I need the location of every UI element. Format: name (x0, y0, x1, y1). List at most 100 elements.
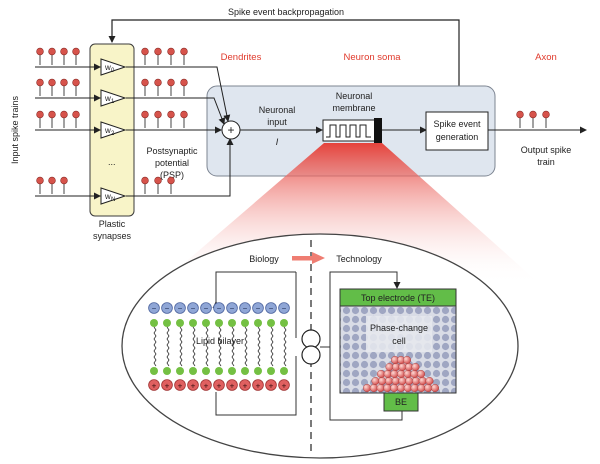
psp-spike (180, 110, 188, 128)
synapses-label: synapses (93, 231, 132, 241)
output-label-2: train (537, 157, 555, 167)
amorphous-atom (390, 384, 399, 393)
psp-spike (141, 176, 149, 194)
svg-text:N: N (111, 197, 115, 203)
svg-text:+: + (282, 381, 287, 391)
spike-generation-label-2: generation (436, 132, 479, 142)
amorphous-atom (376, 384, 385, 393)
svg-text:−: − (165, 304, 170, 313)
negative-ion: − (213, 302, 225, 314)
negative-ion: − (161, 302, 173, 314)
positive-ion: + (265, 379, 277, 391)
psp-label-3: (PSP) (160, 170, 184, 180)
amorphous-atom (391, 377, 400, 386)
positive-ion: + (278, 379, 290, 391)
amorphous-atom (363, 384, 372, 393)
positive-ion: + (187, 379, 199, 391)
bottom-electrode-label: BE (395, 397, 407, 407)
soma-label: Neuron soma (343, 52, 401, 63)
sum-symbol: + (227, 123, 234, 137)
weight-w1: w 1 (100, 89, 127, 107)
lipid-molecule (280, 319, 288, 375)
input-spike (36, 110, 44, 128)
negative-ion: − (239, 302, 251, 314)
psp-spike (180, 47, 188, 65)
svg-text:−: − (243, 304, 248, 313)
svg-text:+: + (191, 381, 196, 391)
lipid-molecule (150, 319, 158, 375)
amorphous-atom (371, 377, 380, 386)
psp-spike (167, 110, 175, 128)
lipid-molecule (202, 319, 210, 375)
psp-spike (141, 110, 149, 128)
weight-wn: w N (100, 187, 127, 205)
psp-spike (154, 47, 162, 65)
weight-ellipsis: ... (108, 157, 116, 167)
zoom-ellipse (121, 233, 519, 459)
current-symbol: I (276, 137, 279, 147)
plastic-label: Plastic (99, 219, 126, 229)
lipid-molecule (176, 319, 184, 375)
svg-text:+: + (165, 381, 170, 391)
input-spike (48, 176, 56, 194)
bio-wire-top (212, 271, 296, 308)
input-spike (36, 47, 44, 65)
amorphous-atom (417, 370, 426, 379)
negative-ion: − (148, 302, 160, 314)
spike-generation-label-1: Spike event (433, 119, 481, 129)
negative-ion: − (200, 302, 212, 314)
input-spike (48, 47, 56, 65)
input-spike (72, 110, 80, 128)
psp-spike (154, 176, 162, 194)
input-spike (36, 176, 44, 194)
lipid-molecule (228, 319, 236, 375)
lipid-molecule (254, 319, 262, 375)
input-spike (72, 78, 80, 96)
input-spike (60, 110, 68, 128)
svg-text:−: − (230, 304, 235, 313)
svg-text:+: + (243, 381, 248, 391)
spike-generation-box (425, 111, 489, 151)
negative-ion: − (265, 302, 277, 314)
weight-w2: w 2 (100, 121, 127, 139)
lipid-molecule (241, 319, 249, 375)
bio-wire-bottom (215, 356, 297, 416)
backprop-label: Spike event backpropagation (228, 7, 344, 17)
neuronal-input-label-1: Neuronal (259, 105, 296, 115)
positive-ion: + (226, 379, 238, 391)
svg-text:w: w (104, 94, 111, 103)
lipid-molecule (267, 319, 275, 375)
amorphous-atom (410, 370, 419, 379)
svg-text:+: + (217, 381, 222, 391)
svg-text:2: 2 (111, 131, 115, 137)
negative-ion: − (226, 302, 238, 314)
amorphous-atom (431, 384, 440, 393)
psp-spike (167, 78, 175, 96)
psp-label-1: Postsynaptic (146, 146, 198, 156)
dendrites-label: Dendrites (221, 52, 262, 63)
current-source-icon (301, 329, 321, 365)
input-spike-trains-label: Input spike trains (10, 95, 20, 164)
input-spike (48, 110, 56, 128)
negative-ion: − (278, 302, 290, 314)
phase-change-label-1: Phase-change (370, 323, 428, 333)
neuronal-input-label-2: input (267, 117, 287, 127)
lipid-molecule (215, 319, 223, 375)
positive-ion: + (200, 379, 212, 391)
psp-spike (141, 78, 149, 96)
svg-text:−: − (269, 304, 274, 313)
top-electrode-label: Top electrode (TE) (361, 293, 435, 303)
positive-ion: + (161, 379, 173, 391)
svg-text:−: − (191, 304, 196, 313)
amorphous-atom (390, 370, 399, 379)
svg-text:+: + (269, 381, 274, 391)
phase-change-label-2: cell (392, 336, 406, 346)
amorphous-atom (418, 377, 427, 386)
amorphous-atom (378, 377, 387, 386)
top-electrode (339, 288, 457, 307)
biology-label: Biology (249, 254, 279, 264)
negative-ion: − (174, 302, 186, 314)
svg-text:−: − (282, 304, 287, 313)
axon-label: Axon (535, 52, 557, 63)
positive-ion: + (252, 379, 264, 391)
